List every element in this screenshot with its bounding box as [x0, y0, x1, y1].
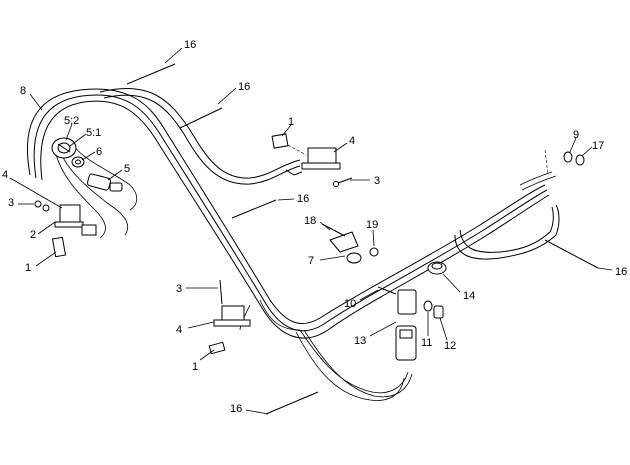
callout-3-bottom: 3: [176, 283, 182, 295]
callout-1-left: 1: [25, 262, 31, 274]
screw-3-upper: [333, 177, 353, 187]
relay-4-bottom: [208, 279, 251, 355]
callout-16-right: 16: [615, 266, 627, 278]
callout-9: 9: [573, 129, 579, 141]
callout-16-top: 16: [184, 39, 196, 51]
callout-3-center: 3: [374, 175, 380, 187]
callout-11: 11: [421, 337, 432, 349]
callout-6: 6: [96, 146, 102, 158]
fastener-9-17: [544, 149, 585, 176]
callout-5-1: 5:1: [86, 127, 101, 139]
callout-16-upper: 16: [238, 81, 250, 93]
grommet-14: [427, 261, 447, 275]
callout-5-2: 5:2: [64, 115, 79, 127]
callout-1-center: 1: [288, 116, 294, 128]
callout-16-bottom: 16: [230, 403, 242, 415]
connector-10-13: [377, 286, 417, 361]
callout-16-mid: 16: [297, 193, 309, 205]
callout-5: 5: [124, 163, 130, 175]
callout-13: 13: [354, 335, 366, 347]
washer-6: [71, 156, 85, 168]
callout-14: 14: [463, 290, 475, 302]
callout-3-left: 3: [8, 197, 14, 209]
callout-4-center: 4: [349, 135, 355, 147]
callout-4-left: 4: [2, 169, 8, 181]
fastener-11-12: [423, 300, 444, 319]
callout-labels: 16 16 8 5:2 5:1 6 5 4 3 2 1 1 4 3 16 9 1…: [2, 39, 627, 415]
cable-ties: [126, 63, 599, 415]
callout-12: 12: [444, 340, 456, 352]
callout-8: 8: [20, 85, 26, 97]
relay-4-center: [271, 133, 341, 176]
component-7-18-19: [321, 223, 379, 264]
callout-4-bottom: 4: [176, 324, 182, 336]
callout-7: 7: [308, 255, 314, 267]
ignition-switch: [51, 137, 77, 159]
callout-19: 19: [366, 219, 378, 231]
callout-18: 18: [304, 215, 316, 227]
wire-harness-bundle: [26, 87, 560, 401]
callout-10: 10: [344, 298, 356, 310]
switch-5: [86, 173, 123, 192]
leader-lines: [9, 47, 613, 415]
callout-17: 17: [592, 140, 604, 152]
callout-1-bottom: 1: [192, 361, 198, 373]
callout-2: 2: [30, 229, 36, 241]
relay-4-left: [34, 200, 97, 258]
